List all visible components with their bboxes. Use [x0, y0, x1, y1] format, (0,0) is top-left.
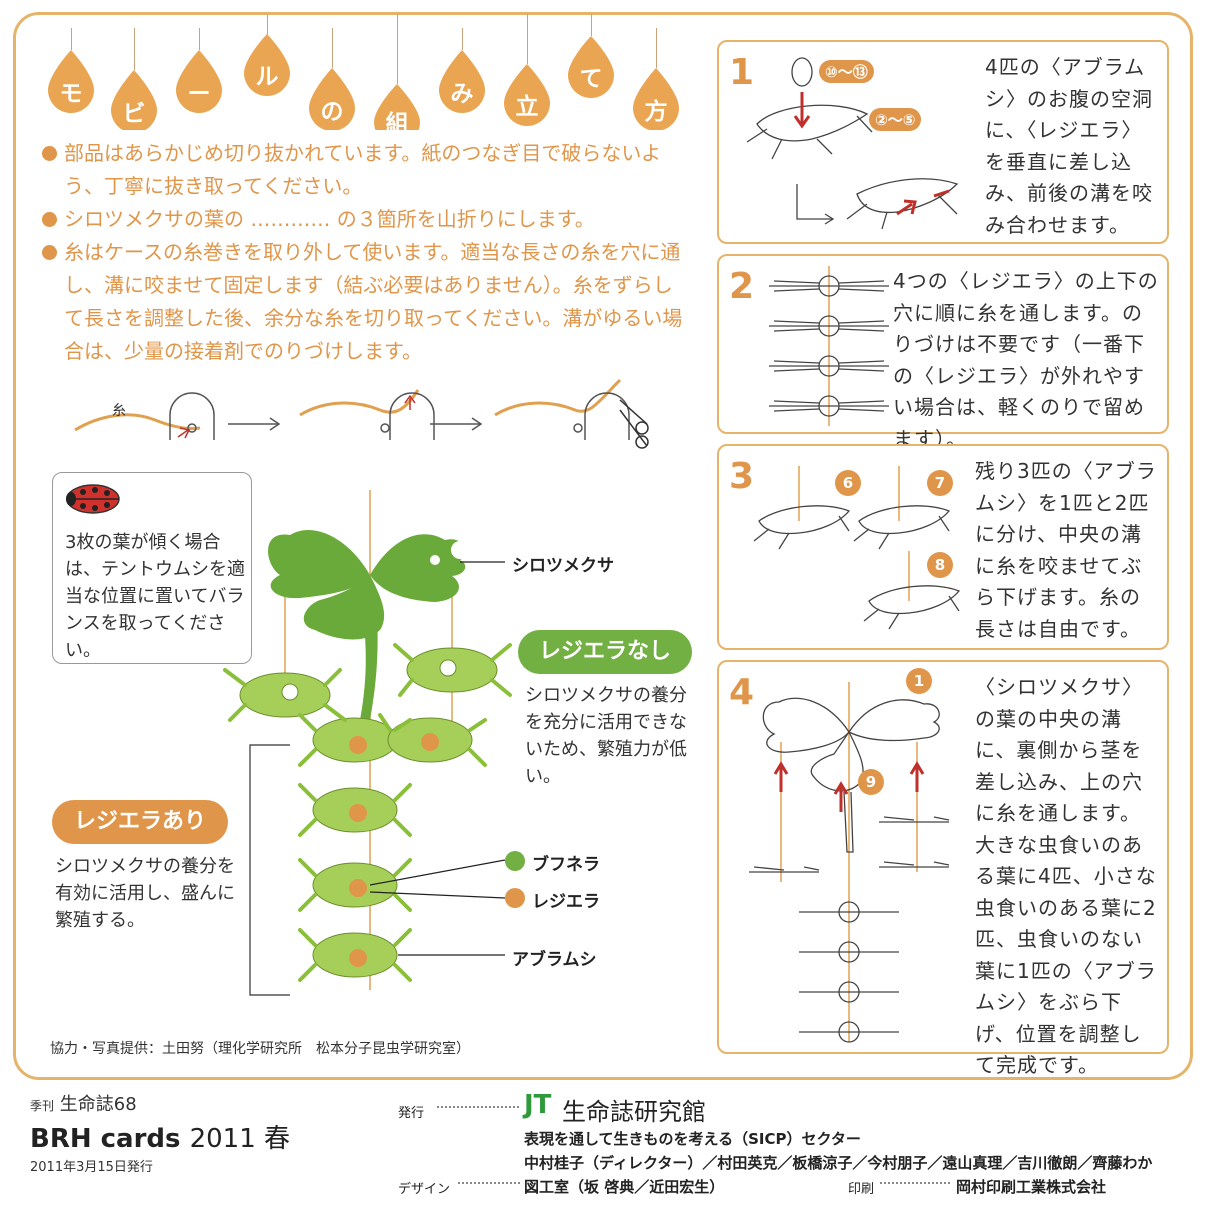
bullet-icon: [42, 146, 57, 161]
list-item: シロツメクサの葉の ………… の３箇所を山折りにします。: [42, 203, 692, 236]
step-number: 3: [729, 456, 755, 497]
step-3-badge: 8: [927, 552, 953, 578]
credit: 協力・写真提供：土田努（理化学研究所 松本分子昆虫学研究室）: [50, 1041, 470, 1057]
printer: 岡村印刷工業株式会社: [956, 1178, 1107, 1196]
step-text: 〈シロツメクサ〉の葉の中央の溝に、裏側から茎を差し込み、上の穴に糸を通します。大…: [975, 675, 1157, 1077]
publisher-logo: JT: [524, 1090, 552, 1120]
print-label: 印刷: [848, 1182, 875, 1197]
title-char: 方: [644, 99, 668, 125]
bracket: [249, 744, 290, 996]
design-credit: 図工室（坂 啓典／近田宏生）: [524, 1178, 725, 1196]
title-char: ル: [255, 64, 279, 90]
issue-date: 2011年3月15日発行: [30, 1160, 153, 1175]
ladybug-icon: [66, 484, 120, 514]
step-1-illustration: [746, 57, 959, 230]
clover-illustration: [223, 490, 512, 990]
step-1: 1 ⑩〜⑬ ②〜⑤ 4匹の〈アブラムシ〉のお腹の空洞に、〈レジエラ〉を垂直に差し…: [717, 40, 1169, 244]
footer-info: 季刊 生命誌68 BRH cards 2011 春 2011年3月15日発行: [30, 1090, 290, 1175]
list-item: 部品はあらかじめ切り抜かれています。紙のつなぎ目で破らないよう、丁寧に抜き取って…: [42, 137, 692, 203]
step-2-illustration: [769, 266, 889, 426]
title-char: ー: [187, 81, 211, 107]
instruction-list: 部品はあらかじめ切り抜かれています。紙のつなぎ目で破らないよう、丁寧に抜き取って…: [42, 137, 692, 368]
aphid-label: アブラムシ: [512, 950, 597, 970]
step-3-badge: 7: [927, 470, 953, 496]
bullet-text: シロツメクサの葉の ………… の３箇所を山折りにします。: [64, 207, 595, 231]
step-2: 2 4つの〈レジエラ〉の上下の穴に順に糸を通します。のりづけは不要です（一番下の…: [717, 254, 1169, 451]
members: 中村桂子（ディレクター）／村田英克／板橋涼子／今村朋子／遠山真理／吉川徹朗／齊藤…: [524, 1154, 1153, 1172]
bufunera-label: ブフネラ: [532, 855, 600, 875]
brand: BRH cards: [30, 1124, 181, 1154]
title-char: の: [320, 99, 344, 125]
step-3-badge: 6: [835, 470, 861, 496]
bullet-text: 糸はケースの糸巻きを取り外して使います。適当な長さの糸を穴に通し、溝に咬ませて固…: [64, 240, 683, 363]
outer-frame: [13, 12, 1193, 1080]
dotted-leader: [880, 1182, 950, 1184]
list-item: 糸はケースの糸巻きを取り外して使います。適当な長さの糸を穴に通し、溝に咬ませて固…: [42, 236, 692, 368]
step-4-badge: 9: [858, 769, 884, 795]
bullet-icon: [42, 212, 57, 227]
title-drops-svg: [48, 34, 679, 130]
title-char: ビ: [122, 101, 146, 127]
thread-diagram: [74, 378, 649, 449]
step-text: 4つの〈レジエラ〉の上下の穴に順に糸を通します。のりづけは不要です（一番下の〈レ…: [893, 269, 1159, 451]
season: 2011 春: [189, 1124, 291, 1154]
step-3: 3 6 7 8 残り3匹の〈アブラムシ〉を1匹と2匹に分け、中央の溝に糸を咬ませ…: [717, 444, 1169, 650]
with-regiera-desc: シロツメクサの養分を有効に活用し、盛んに繁殖する。: [55, 856, 235, 931]
title-char: 組: [385, 111, 409, 137]
without-regiera-desc: シロツメクサの養分を充分に活用できないため、繁殖力が低い。: [525, 685, 687, 787]
bullet-icon: [42, 245, 57, 260]
title-char: て: [579, 66, 603, 92]
clover-label: シロツメクサ: [512, 556, 614, 576]
step-4: 4 1 9 〈シロツメクサ〉の葉の中央の溝に、裏側から茎を差し込み、上の穴に糸を…: [717, 660, 1169, 1077]
ladybug-note-text: 3枚の葉が傾く場合は、テントウムシを適当な位置に置いてバランスを取ってください。: [65, 532, 245, 661]
ladybug-note: 3枚の葉が傾く場合は、テントウムシを適当な位置に置いてバランスを取ってください。: [52, 472, 252, 664]
step-1-badge-a: ⑩〜⑬: [819, 60, 874, 83]
title-char: み: [450, 81, 474, 107]
bullet-text: 部品はあらかじめ切り抜かれています。紙のつなぎ目で破らないよう、丁寧に抜き取って…: [64, 141, 661, 198]
thread-label: 糸: [112, 403, 126, 419]
step-text: 4匹の〈アブラムシ〉のお腹の空洞に、〈レジエラ〉を垂直に差し込み、前後の溝を咬み…: [985, 55, 1153, 237]
design-label: デザイン: [398, 1182, 451, 1197]
title-char: モ: [59, 81, 83, 107]
step-number: 4: [729, 672, 755, 713]
publisher-name: 生命誌研究館: [562, 1098, 706, 1126]
magazine-name: 生命誌68: [59, 1094, 137, 1115]
step-4-illustration: [749, 682, 950, 1043]
publisher-label: 発行: [398, 1106, 425, 1121]
dotted-leader: [458, 1182, 520, 1184]
step-4-badge: 1: [906, 668, 932, 694]
step-number: 1: [729, 52, 755, 93]
with-regiera-badge: レジエラあり: [52, 800, 228, 844]
step-number: 2: [729, 266, 755, 307]
step-1-badge-b: ②〜⑤: [869, 108, 922, 131]
regiera-legend-icon: [505, 888, 525, 908]
title-char: 立: [515, 94, 539, 120]
regiera-label: レジエラ: [532, 892, 600, 912]
without-regiera-badge: レジエラなし: [518, 630, 692, 674]
step-3-illustration: [753, 466, 961, 630]
series-label: 季刊: [30, 1099, 55, 1113]
dotted-leader: [437, 1106, 519, 1108]
bufunera-legend-icon: [505, 851, 525, 871]
sector: 表現を通して生きものを考える（SICP）セクター: [524, 1130, 861, 1148]
step-text: 残り3匹の〈アブラムシ〉を1匹と2匹に分け、中央の溝に糸を咬ませてぶら下げます。…: [975, 459, 1157, 641]
